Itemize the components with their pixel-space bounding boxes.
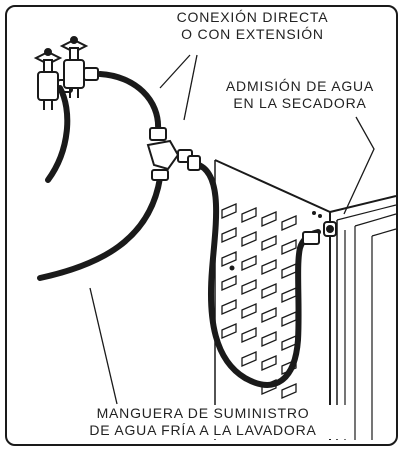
label-washer-hose-line-2: DE AGUA FRÍA A LA LAVADORA bbox=[89, 422, 317, 438]
label-dryer-inlet-line-2: EN LA SECADORA bbox=[233, 95, 367, 111]
label-dryer-inlet: ADMISIÓN DE AGUA EN LA SECADORA bbox=[210, 78, 390, 112]
dryer-vent-slots bbox=[221, 203, 297, 399]
label-direct-connection-line-1: CONEXIÓN DIRECTA bbox=[176, 9, 329, 25]
dryer-screws bbox=[229, 211, 322, 271]
dryer-hose-connector bbox=[302, 231, 320, 245]
dryer-cabinet bbox=[214, 159, 397, 440]
leader-lines bbox=[89, 54, 375, 405]
faucet-right bbox=[59, 36, 99, 98]
hose-left-faucet-supply bbox=[45, 85, 71, 183]
y-connector bbox=[146, 127, 201, 181]
hose-washer-supply bbox=[37, 175, 163, 281]
label-washer-hose: MANGUERA DE SUMINISTRO DE AGUA FRÍA A LA… bbox=[58, 405, 348, 439]
label-dryer-inlet-line-1: ADMISIÓN DE AGUA bbox=[225, 78, 375, 94]
label-direct-connection-line-2: O CON EXTENSIÓN bbox=[181, 26, 324, 42]
label-washer-hose-line-1: MANGUERA DE SUMINISTRO bbox=[96, 405, 310, 421]
label-direct-connection: CONEXIÓN DIRECTA O CON EXTENSIÓN bbox=[160, 9, 345, 43]
hose-y-to-dryer bbox=[193, 161, 321, 388]
hose-faucet-to-y bbox=[97, 71, 162, 133]
dryer-water-inlet bbox=[323, 221, 337, 237]
hoses bbox=[37, 71, 321, 388]
